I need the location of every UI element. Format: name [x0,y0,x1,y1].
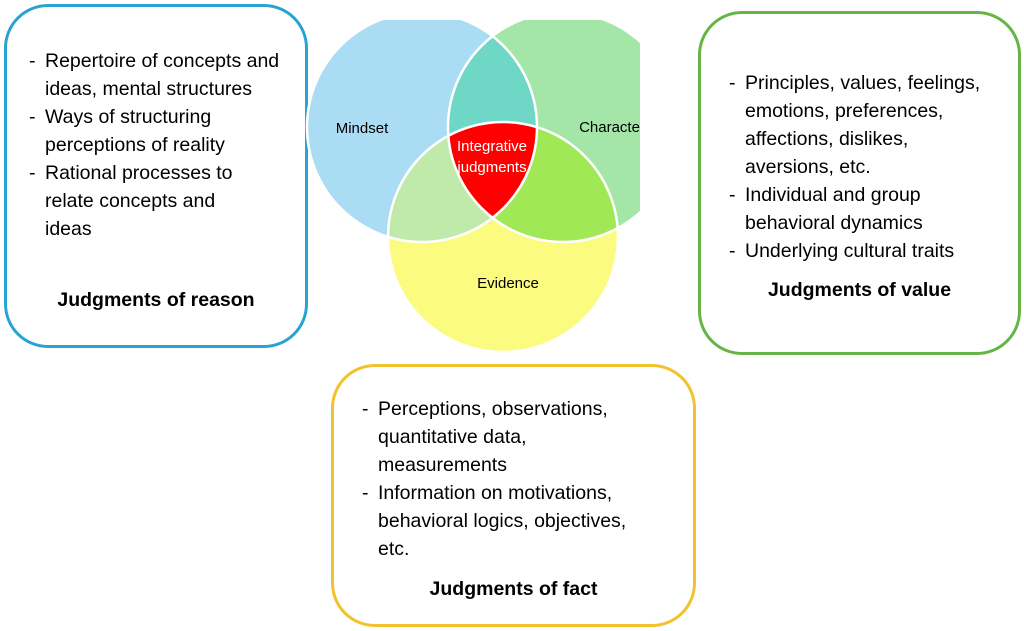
reason-item: Repertoire of concepts and ideas, mental… [21,47,285,103]
evidence-label: Evidence [477,275,539,292]
reason-item: Ways of structuring perceptions of reali… [21,103,275,159]
reason-box: Repertoire of concepts and ideas, mental… [4,4,308,348]
character-label: Character [579,119,640,136]
reason-title: Judgments of reason [57,289,255,311]
reason-list: Repertoire of concepts and ideas, mental… [21,47,306,243]
value-list: Principles, values, feelings, emotions, … [721,69,1021,265]
fact-title: Judgments of fact [429,578,598,600]
fact-box: Perceptions, observations, quantitative … [331,364,696,627]
venn-diagram: Mindset Character Evidence Integrative j… [305,20,640,354]
value-item: Individual and group behavioral dynamics [721,181,985,237]
value-item: Underlying cultural traits [721,237,1024,265]
value-item: Principles, values, feelings, emotions, … [721,69,995,181]
value-box: Principles, values, feelings, emotions, … [698,11,1021,355]
fact-list: Perceptions, observations, quantitative … [354,395,694,563]
center-label-line2: judgments [456,159,526,176]
fact-item: Perceptions, observations, quantitative … [354,395,653,479]
center-label-line1: Integrative [457,138,527,155]
mindset-label: Mindset [336,120,389,137]
fact-item: Information on motivations, behavioral l… [354,479,663,563]
value-title: Judgments of value [767,279,952,301]
reason-item: Rational processes to relate concepts an… [21,159,267,243]
